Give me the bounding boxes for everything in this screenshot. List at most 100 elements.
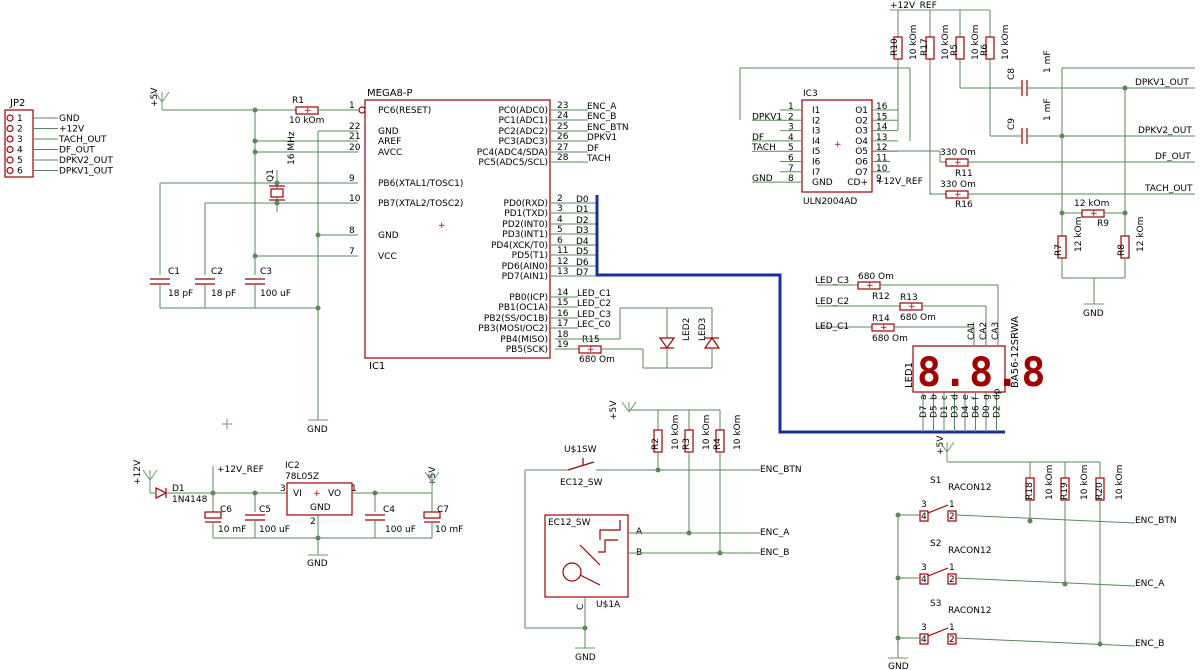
c2-ref: C2 xyxy=(211,267,223,277)
mcu-right-pin-name: PD0(RXD) xyxy=(504,199,548,209)
uln-input-net: DF xyxy=(752,133,764,143)
jp2-pin-num: 1 xyxy=(17,114,23,124)
c5-value: 100 uF xyxy=(259,525,290,535)
r5-ref: R5 xyxy=(950,44,960,56)
r18-ref: R18 xyxy=(1025,482,1035,500)
mcu-net-label: ENC_A xyxy=(587,102,617,112)
c1-value: 18 pF xyxy=(168,289,193,299)
seg-code-label: c xyxy=(940,395,950,400)
led3-ref: LED3 xyxy=(698,318,708,341)
out-tach: TACH_OUT xyxy=(1144,184,1193,194)
mcu-right-pin-num: 18 xyxy=(557,330,569,340)
reg-vo: VO xyxy=(328,489,341,499)
jp2-signal-label: DF_OUT xyxy=(59,146,95,156)
mcu-right-pin-name: PD7(AIN1) xyxy=(502,272,548,282)
uln-input-num: 8 xyxy=(788,174,794,184)
r16-value: 330 Om xyxy=(940,180,976,190)
power-12v: +12V xyxy=(133,459,143,485)
mcu-left-pin-name: PB6(XTAL1/TOSC1) xyxy=(378,179,463,189)
uln-output-num: 16 xyxy=(876,102,888,112)
uln-input-name: I3 xyxy=(812,127,820,137)
gnd-mcu: GND xyxy=(307,425,328,435)
c4-value: 100 uF xyxy=(385,525,416,535)
mcu-right-pin-num: 4 xyxy=(557,215,563,225)
mcu-left-pin-num: 10 xyxy=(349,194,361,204)
jp2-pin-hole xyxy=(6,124,14,133)
uln-input-num: 2 xyxy=(788,112,794,122)
mcu-right-pin-name: PC1(ADC1) xyxy=(498,116,548,126)
c6-ref: C6 xyxy=(220,505,232,515)
r7-value: 12 kOm xyxy=(1074,217,1084,252)
r9-ref: R9 xyxy=(1097,219,1109,229)
mcu-right-pin-num: 19 xyxy=(557,340,569,350)
d1-ref: D1 xyxy=(172,484,185,494)
ic2-ref: IC2 xyxy=(285,461,300,471)
power-5v-psu: +5V xyxy=(428,466,438,486)
seg-pin-label: D4 xyxy=(961,405,971,418)
ca3: CA3 xyxy=(991,322,1001,340)
enc-sw-name: EC12_SW xyxy=(560,478,603,488)
seg-code-label: e xyxy=(961,394,971,400)
seg-pin-label: D6 xyxy=(972,405,982,418)
mcu-right-pin-num: 15 xyxy=(557,298,568,308)
uln-output-name: O5 xyxy=(855,147,868,157)
mcu-right-pin-name: PC5(ADC5/SCL) xyxy=(478,158,548,168)
svg-text:+: + xyxy=(866,281,874,291)
button-pin-4: 4 xyxy=(921,575,927,585)
button-pin-1: 1 xyxy=(949,623,955,633)
button-pin-3: 3 xyxy=(921,500,927,510)
crystal-network: Q1 16 MHz C1 18 pF C2 18 pF C3 100 uF xyxy=(150,131,358,311)
uln-input-net: GND xyxy=(752,174,773,184)
r7-ref: R7 xyxy=(1054,244,1064,256)
mcu-left-pin-num: 7 xyxy=(349,247,355,257)
mcu-left-pin-name: GND xyxy=(378,231,399,241)
svg-text:+: + xyxy=(880,323,888,333)
button-pin-1: 1 xyxy=(949,563,955,573)
jp2-pin-num: 4 xyxy=(17,146,23,156)
uln-output-num: 15 xyxy=(876,112,887,122)
mcu-net-label: D1 xyxy=(576,205,589,215)
display-led1: LED_C3 + 680 Om R12 LED_C2 + R13 680 Om … xyxy=(815,272,1045,432)
out-dpkv2: DPKV2_OUT xyxy=(1138,126,1192,136)
c2-value: 18 pF xyxy=(211,289,236,299)
c3-ref: C3 xyxy=(260,267,272,277)
power-5v-btn: +5V xyxy=(936,435,946,455)
net-led-c1: LED_C1 xyxy=(815,322,849,332)
enc-ref: U$1A xyxy=(596,600,621,610)
d1-value: 1N4148 xyxy=(172,495,208,505)
uln-input-num: 3 xyxy=(788,123,794,133)
mcu-right-pin-name: PB0(ICP) xyxy=(509,293,548,303)
button-pin-4: 4 xyxy=(921,635,927,645)
c7-ref: C7 xyxy=(437,505,449,515)
ic3-name: ULN2004AD xyxy=(803,197,857,207)
button-pad-left xyxy=(919,510,929,522)
junction-dot xyxy=(1027,518,1033,524)
jp2-pin-num: 2 xyxy=(17,125,23,135)
mcu-right-pin-name: PC2(ADC2) xyxy=(498,127,548,137)
power-5v-enc: +5V xyxy=(609,400,619,420)
jp2-pin-hole xyxy=(6,166,14,175)
c6-value: 10 mF xyxy=(218,525,246,535)
uln-output-name: O1 xyxy=(855,106,868,116)
pullups-top: +12V_REF R10 10 kOm R17 10 kOm R5 10 kOm… xyxy=(872,1,1195,319)
mcu-left-pin-name: AREF xyxy=(378,137,401,147)
mcu-right-pin-name: PC0(ADC0) xyxy=(498,106,548,116)
r16-ref: R16 xyxy=(955,200,973,210)
mcu-right-pin-name: PB2(SS/OC1B) xyxy=(484,314,548,324)
uln-input-num: 5 xyxy=(788,143,794,153)
button-net-label: ENC_B xyxy=(1135,639,1164,649)
button-name: RACON12 xyxy=(948,546,991,556)
buttons-section: +5V R18 10 kOm R19 10 kOm R20 10 kOm S1R… xyxy=(888,435,1177,670)
uln-input-num: 7 xyxy=(788,164,794,174)
uln-output-num: 13 xyxy=(876,133,887,143)
jp2-pin-num: 5 xyxy=(17,156,23,166)
r4-value: 10 kOm xyxy=(733,415,743,450)
mcu-right-pin-num: 27 xyxy=(557,143,568,153)
reg-pin2: 2 xyxy=(310,517,316,527)
seg-pin-label: D3 xyxy=(951,405,961,418)
r2-ref: R2 xyxy=(651,438,661,450)
seg-code-label: a xyxy=(919,394,929,400)
mcu-net-label: DF xyxy=(587,144,599,154)
r19-value: 10 kOm xyxy=(1080,465,1090,500)
mcu-right-pin-num: 24 xyxy=(557,111,569,121)
